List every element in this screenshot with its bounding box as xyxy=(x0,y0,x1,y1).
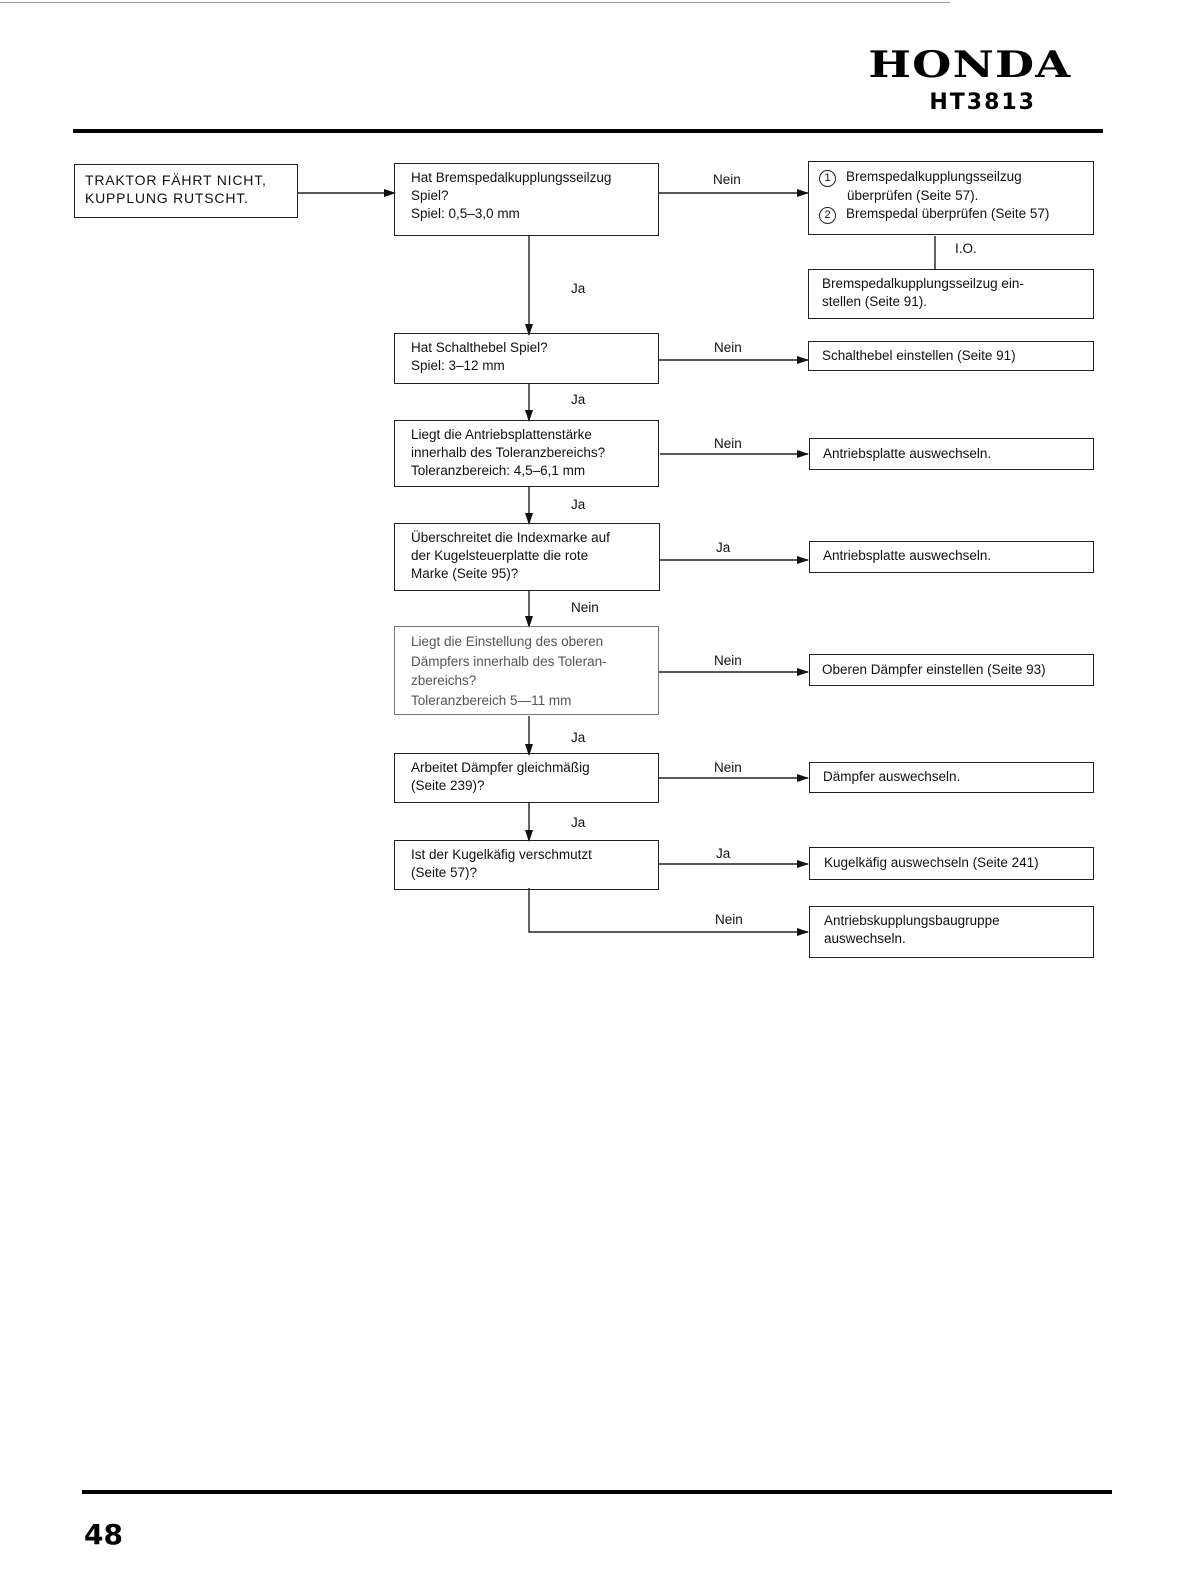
page-number: 48 xyxy=(84,1518,123,1551)
question-line: Toleranzbereich: 4,5–6,1 mm xyxy=(411,463,586,478)
action-line: Antriebskupplungsbaugruppe xyxy=(824,913,1000,928)
question-line: Hat Bremspedalkupplungsseilzug xyxy=(411,170,612,185)
branch-label: Nein xyxy=(715,912,743,927)
action-box: Antriebsplatte auswechseln. xyxy=(809,541,1094,573)
action-line: Bremspedalkupplungsseilzug ein- xyxy=(822,276,1024,291)
adjust-cable-box: Bremspedalkupplungsseilzug ein- stellen … xyxy=(808,269,1094,319)
branch-label: Nein xyxy=(714,760,742,775)
action-line: Antriebsplatte auswechseln. xyxy=(823,548,992,563)
action-box: Schalthebel einstellen (Seite 91) xyxy=(808,341,1094,371)
start-line: TRAKTOR FÄHRT NICHT, xyxy=(85,172,267,188)
action-line: Oberen Dämpfer einstellen (Seite 93) xyxy=(822,662,1046,677)
branch-label: Nein xyxy=(713,172,741,187)
action-line: auswechseln. xyxy=(824,931,906,946)
action-box: Kugelkäfig auswechseln (Seite 241) xyxy=(809,847,1094,880)
question-line: Liegt die Einstellung des oberen xyxy=(411,634,604,649)
brand-logo: HONDA xyxy=(867,44,1071,86)
check-line: Bremspedal überprüfen (Seite 57) xyxy=(846,206,1050,221)
branch-label: Ja xyxy=(571,392,586,407)
action-line: Schalthebel einstellen (Seite 91) xyxy=(822,348,1016,363)
question-line: Liegt die Antriebsplattenstärke xyxy=(411,427,592,442)
branch-label: Ja xyxy=(716,540,731,555)
question-line: (Seite 57)? xyxy=(411,865,478,880)
branch-label: Nein xyxy=(714,340,742,355)
branch-label: Nein xyxy=(714,436,742,451)
number-circle-icon: 1 xyxy=(819,170,836,187)
question-line: zbereichs? xyxy=(411,673,477,688)
branch-label: Ja xyxy=(571,497,586,512)
action-box: Antriebskupplungsbaugruppe auswechseln. xyxy=(809,906,1094,958)
branch-label: Ja xyxy=(716,846,731,861)
action-line: Antriebsplatte auswechseln. xyxy=(823,446,992,461)
start-line: KUPPLUNG RUTSCHT. xyxy=(85,190,249,206)
branch-label: Nein xyxy=(571,600,599,615)
question-box: Liegt die Antriebsplattenstärke innerhal… xyxy=(394,420,659,487)
action-box: Oberen Dämpfer einstellen (Seite 93) xyxy=(809,654,1094,686)
top-hairline xyxy=(0,2,950,3)
number-circle-icon: 2 xyxy=(819,207,836,224)
question-line: Hat Schalthebel Spiel? xyxy=(411,340,548,355)
question-line: Dämpfers innerhalb des Toleran- xyxy=(411,653,607,669)
footer-rule xyxy=(82,1490,1112,1494)
check-item: 1 Bremspedalkupplungsseilzug xyxy=(819,168,1083,187)
check-item: 2 Bremspedal überprüfen (Seite 57) xyxy=(819,205,1083,224)
header-rule xyxy=(73,129,1103,133)
question-line: Spiel: 0,5–3,0 mm xyxy=(411,206,520,221)
question-line: Marke (Seite 95)? xyxy=(411,566,519,581)
question-box: Ist der Kugelkäfig verschmutzt (Seite 57… xyxy=(394,840,659,890)
question-box: Liegt die Einstellung des oberen Dämpfer… xyxy=(394,626,659,715)
action-line: Kugelkäfig auswechseln (Seite 241) xyxy=(824,855,1039,870)
io-label: I.O. xyxy=(955,241,977,256)
question-box: Überschreitet die Indexmarke auf der Kug… xyxy=(394,523,660,591)
check-box: 1 Bremspedalkupplungsseilzug überprüfen (… xyxy=(808,161,1094,235)
question-box: Hat Bremspedalkupplungsseilzug Spiel? Sp… xyxy=(394,163,659,236)
question-line: Ist der Kugelkäfig verschmutzt xyxy=(411,847,592,862)
branch-label: Ja xyxy=(571,281,586,296)
action-line: stellen (Seite 91). xyxy=(822,294,928,309)
start-box: TRAKTOR FÄHRT NICHT, KUPPLUNG RUTSCHT. xyxy=(74,164,298,218)
branch-label: Ja xyxy=(571,730,586,745)
action-line: Dämpfer auswechseln. xyxy=(823,769,961,784)
question-line: der Kugelsteuerplatte die rote xyxy=(411,548,589,563)
question-line: Überschreitet die Indexmarke auf xyxy=(411,530,610,545)
arrow-q7-no xyxy=(528,888,809,936)
action-box: Dämpfer auswechseln. xyxy=(809,762,1094,793)
question-line: Spiel: 3–12 mm xyxy=(411,358,505,373)
question-box: Arbeitet Dämpfer gleichmäßig (Seite 239)… xyxy=(394,753,659,803)
check-line: überprüfen (Seite 57). xyxy=(847,188,979,203)
action-box: Antriebsplatte auswechseln. xyxy=(809,438,1094,470)
model-number: HT3813 xyxy=(929,90,1036,115)
question-line: (Seite 239)? xyxy=(411,778,485,793)
branch-label: Nein xyxy=(714,653,742,668)
question-line: Toleranzbereich 5—11 mm xyxy=(411,692,572,708)
question-line: innerhalb des Toleranzbereichs? xyxy=(411,445,606,460)
question-line: Spiel? xyxy=(411,188,449,203)
question-box: Hat Schalthebel Spiel? Spiel: 3–12 mm xyxy=(394,333,659,384)
branch-label: Ja xyxy=(571,815,586,830)
check-line: Bremspedalkupplungsseilzug xyxy=(846,169,1022,184)
question-line: Arbeitet Dämpfer gleichmäßig xyxy=(411,760,590,775)
